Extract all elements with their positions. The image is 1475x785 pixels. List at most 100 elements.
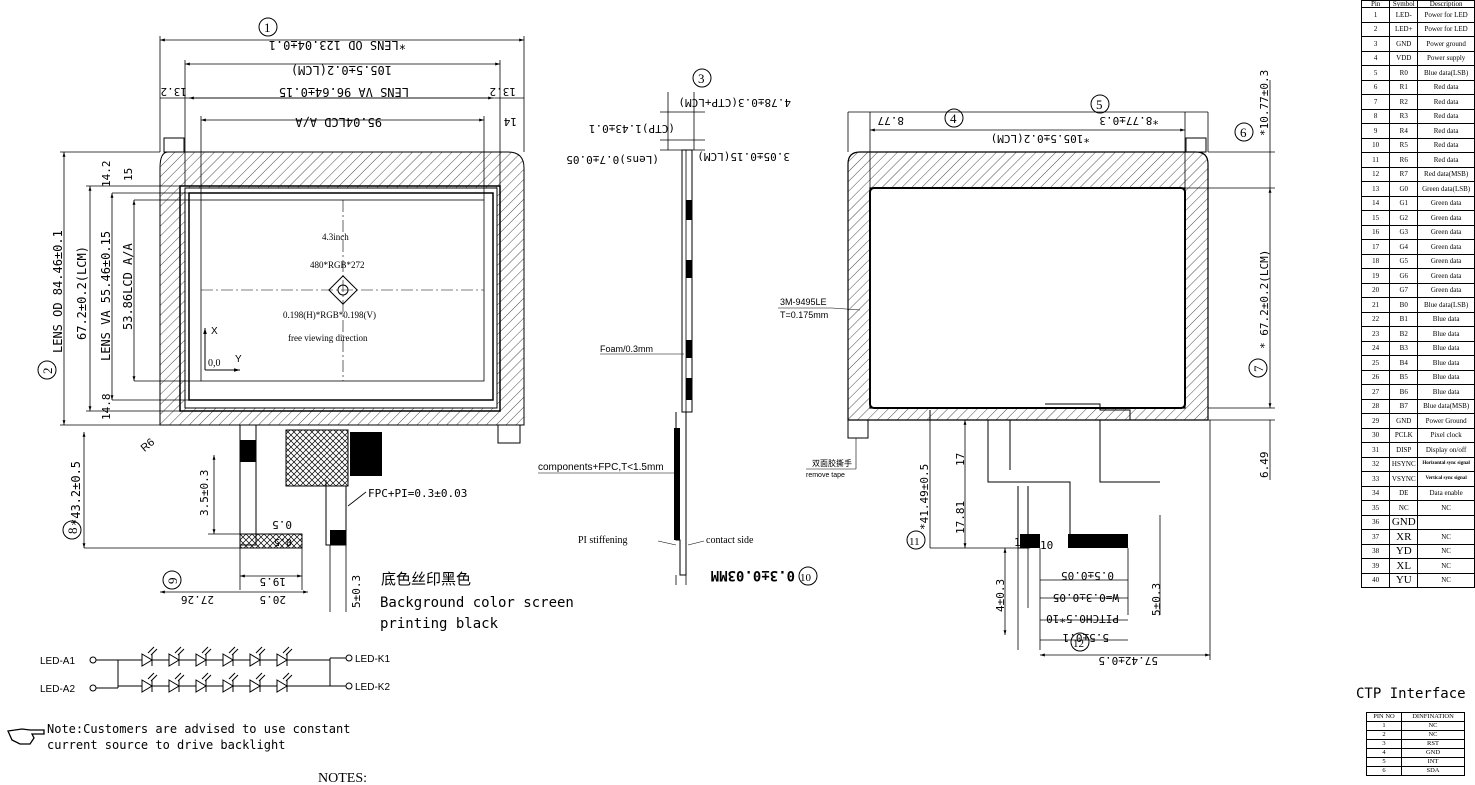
- front-view: 4.3inch 480*RGB*272 0.198(H)*RGB*0.198(V…: [37, 17, 574, 632]
- ctp-thickness: (CTP)1.43±0.1: [589, 122, 675, 135]
- pin-symbol-cell: GND: [1389, 413, 1419, 429]
- front-aa-outline: [200, 199, 485, 382]
- pin-number-cell: 32: [1360, 456, 1391, 472]
- dim-0-5-0-05: 0.5±0.05: [1061, 569, 1114, 582]
- pin-symbol-cell: LED-: [1389, 7, 1419, 23]
- dim-13-2-left: 13.2: [161, 85, 188, 98]
- pin-description-cell: Power Ground: [1417, 413, 1475, 429]
- note-line2: current source to drive backlight: [47, 738, 285, 752]
- pin-description-cell: Green data: [1417, 268, 1475, 284]
- ctp-pin-cell: 5: [1366, 757, 1402, 767]
- pin-symbol-cell: R5: [1389, 137, 1419, 153]
- dim-41-49: *41.49±0.5: [918, 464, 931, 530]
- dim-10-77: *10.77±0.3: [1258, 70, 1271, 136]
- pin-number-cell: 38: [1360, 543, 1391, 559]
- pin-symbol-cell: B0: [1389, 297, 1419, 313]
- pin-description-cell: Blue data: [1417, 326, 1475, 342]
- pin-number-cell: 26: [1360, 369, 1391, 385]
- led-emission-icon: [255, 646, 266, 656]
- pin-description-cell: Data enable: [1417, 485, 1475, 501]
- pin-number-cell: 20: [1360, 282, 1391, 298]
- dim-15: 15: [122, 168, 135, 181]
- pin-description-cell: Power for LED: [1417, 21, 1475, 37]
- led-emission-icon: [255, 672, 266, 682]
- ctp-lcm-thickness: 4.78±0.3(CTP+LCM): [678, 96, 791, 109]
- led-diode-icon: [141, 679, 153, 693]
- pin-symbol-cell: R1: [1389, 79, 1419, 95]
- contact-side-label: contact side: [706, 535, 754, 546]
- pin-symbol-cell: R3: [1389, 108, 1419, 124]
- pin-symbol-cell: XL: [1389, 558, 1419, 574]
- dim-8-77b: *8.77±0.3: [1099, 114, 1159, 127]
- ctp-pin-cell: 3: [1366, 739, 1402, 749]
- pin-symbol-cell: G1: [1389, 195, 1419, 211]
- pin-symbol-cell: G0: [1389, 181, 1419, 197]
- pin-number-cell: 29: [1360, 413, 1391, 429]
- lens-od-width: *LENS OD 123.04±0.1: [269, 38, 406, 52]
- led-k2-label: LED-K2: [355, 682, 390, 693]
- led-emission-icon: [147, 672, 158, 682]
- dim-43-2: *43.2±0.5: [69, 461, 83, 526]
- components-label: components+FPC,T<1.5mm: [538, 462, 664, 473]
- pin-number-cell: 34: [1360, 485, 1391, 501]
- circle-7: 7: [1251, 365, 1266, 372]
- dim-w: W=0.3±0.05: [1053, 591, 1119, 604]
- pin-description-cell: Power ground: [1417, 36, 1475, 52]
- notes-heading: NOTES:: [318, 771, 367, 785]
- pin-description-cell: NC: [1417, 572, 1475, 588]
- ctp-pin-cell: 1: [1366, 721, 1402, 731]
- tape-label: 3M-9495LE: [780, 297, 827, 307]
- pin-symbol-cell: DE: [1389, 485, 1419, 501]
- ctp-def-cell: NC: [1401, 730, 1465, 740]
- pin-number-cell: 36: [1360, 514, 1391, 530]
- pin-number-cell: 11: [1360, 152, 1391, 168]
- pin-number-cell: 37: [1360, 529, 1391, 545]
- pin-number-cell: 21: [1360, 297, 1391, 313]
- pin-number-cell: 2: [1360, 21, 1391, 37]
- aa-height: 53.86LCD A/A: [121, 243, 135, 330]
- pin-number-cell: 8: [1360, 108, 1391, 124]
- resolution-label: 480*RGB*272: [310, 260, 365, 270]
- led-emission-icon: [228, 646, 239, 656]
- pin-number-cell: 1: [1360, 7, 1391, 23]
- pin-description-cell: NC: [1417, 500, 1475, 516]
- ctp-interface-title: CTP Interface: [1356, 686, 1466, 702]
- pin-description-cell: Horizontal sync signal: [1417, 456, 1475, 472]
- pin-symbol-cell: GND: [1389, 36, 1419, 52]
- led-emission-icon: [147, 646, 158, 656]
- lcm-thickness: 3.05±0.15(LCM): [697, 150, 790, 163]
- ctp-def-cell: GND: [1401, 748, 1465, 758]
- pin-number-cell: 18: [1360, 253, 1391, 269]
- aa-width: 95.04LCD A/A: [295, 115, 382, 129]
- pin-number-cell: 30: [1360, 427, 1391, 443]
- pin-description-cell: Blue data: [1417, 369, 1475, 385]
- pin-symbol-cell: G5: [1389, 253, 1419, 269]
- led-diode-icon: [249, 653, 261, 667]
- circle-8: 8: [65, 528, 80, 535]
- pin-description-cell: NC: [1417, 543, 1475, 559]
- pin-description-cell: Green data: [1417, 210, 1475, 226]
- pin-description-cell: Display on/off: [1417, 442, 1475, 458]
- ctp-def-header: DINFINATION: [1401, 712, 1465, 722]
- pin-symbol-cell: GND: [1389, 514, 1419, 530]
- led-diode-icon: [222, 679, 234, 693]
- pin-number-cell: 5: [1360, 65, 1391, 81]
- description-header: Description: [1417, 0, 1475, 8]
- ctp-def-cell: RST: [1401, 739, 1465, 749]
